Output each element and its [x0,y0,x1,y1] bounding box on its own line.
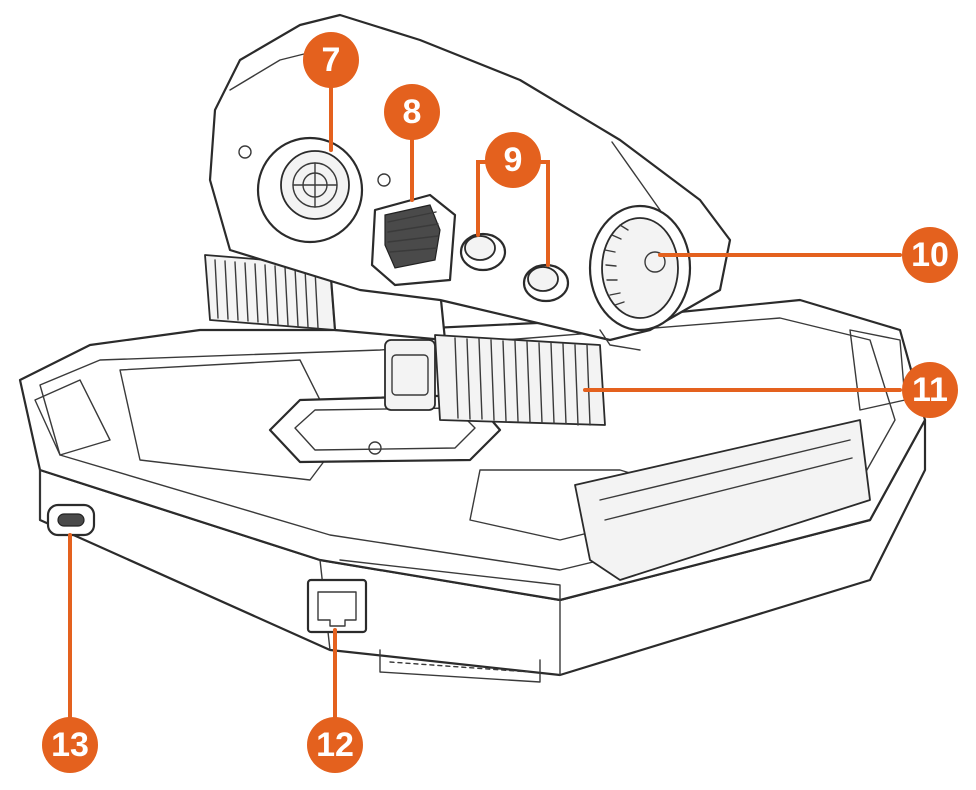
callout-10-label: 10 [911,236,949,274]
push-button-icon [459,232,570,303]
callout-13-label: 13 [51,726,89,764]
rotary-knob-icon [588,204,692,332]
slider-wheel-icon [370,193,457,287]
throttle-handle [208,13,732,351]
callout-8-label: 8 [403,93,422,131]
rj12-port-icon [306,578,368,634]
callout-7: 7 [303,32,359,88]
callout-8: 8 [384,84,440,140]
callout-10: 10 [902,227,958,283]
callout-9: 9 [485,132,541,188]
callout-11: 11 [902,362,958,418]
callout-12: 12 [307,717,363,773]
mini-joystick-icon [256,136,364,244]
callout-9-label: 9 [504,141,523,179]
callout-11-label: 11 [912,371,948,409]
usb-c-port-icon [46,503,96,537]
callout-7-label: 7 [322,41,341,79]
callout-13: 13 [42,717,98,773]
callout-12-label: 12 [316,726,354,764]
